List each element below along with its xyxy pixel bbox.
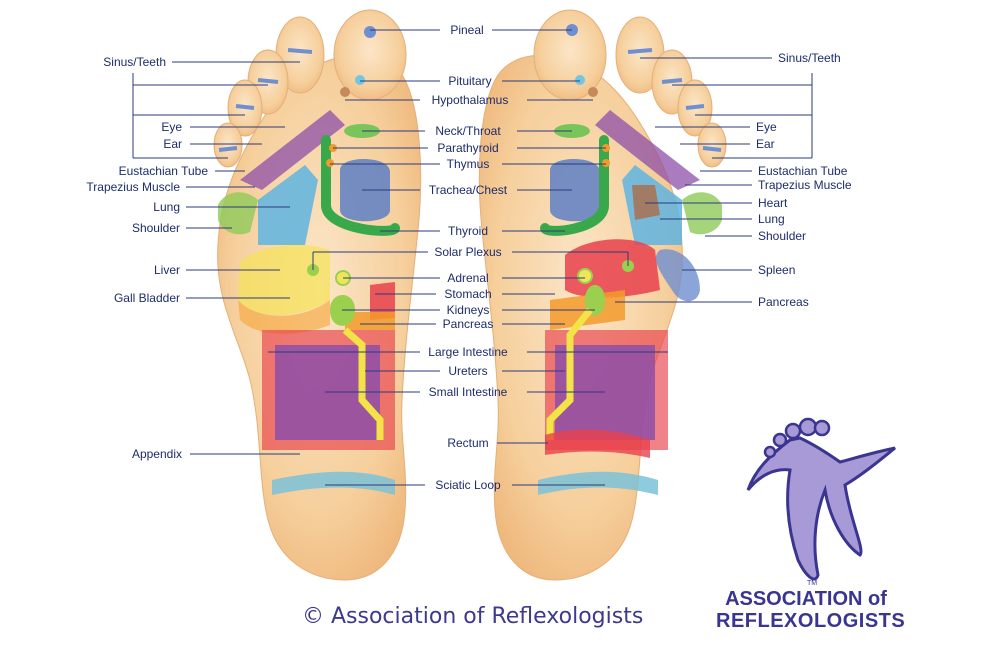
label-left-eustachian-tube: Eustachian Tube	[119, 164, 209, 178]
label-trachea-chest: Trachea/Chest	[429, 183, 508, 197]
logo-toe-4	[798, 417, 818, 437]
label-parathyroid: Parathyroid	[437, 141, 498, 155]
right-sciatic-loop	[538, 471, 658, 495]
right-thymus-point	[602, 159, 610, 167]
right-ureter	[546, 307, 593, 440]
left-ureter	[342, 327, 384, 440]
label-right-sinus-teeth: Sinus/Teeth	[778, 51, 841, 65]
right-sinus-band	[627, 48, 722, 152]
left-pituitary-point	[355, 75, 365, 85]
label-pineal: Pineal	[450, 23, 483, 37]
left-liver-zone	[238, 244, 330, 315]
label-left-lung: Lung	[153, 200, 180, 214]
label-left-shoulder: Shoulder	[132, 221, 180, 235]
label-left-appendix: Appendix	[132, 447, 182, 461]
logo-text-line2: REFLEXOLOGISTS	[716, 610, 906, 632]
label-stomach: Stomach	[444, 287, 491, 301]
label-solar-plexus: Solar Plexus	[434, 245, 501, 259]
copyright-text: © Association of Reflexologists	[302, 604, 644, 629]
label-right-trapezius-muscle: Trapezius Muscle	[758, 178, 852, 192]
label-right-heart: Heart	[758, 196, 788, 210]
right-foot	[478, 9, 727, 581]
label-thymus: Thymus	[447, 157, 490, 171]
association-logo-figure	[746, 417, 896, 581]
left-trapezius-zone	[240, 110, 345, 190]
left-thymus-point	[326, 159, 334, 167]
left-lung-zone	[258, 165, 318, 245]
label-sciatic-loop: Sciatic Loop	[435, 478, 501, 492]
logo-toe-5	[813, 419, 831, 437]
label-ureters: Ureters	[448, 364, 487, 378]
label-kidneys: Kidneys	[447, 303, 490, 317]
left-labels: Sinus/Teeth Eye Ear Eustachian Tube Trap…	[86, 55, 208, 461]
left-big-toe	[333, 9, 407, 101]
left-pineal-point	[364, 26, 376, 38]
label-left-liver: Liver	[154, 263, 180, 277]
left-thyroid-zone	[321, 135, 400, 236]
right-adrenal-zone	[577, 268, 593, 284]
label-pituitary: Pituitary	[448, 74, 491, 88]
label-left-gall-bladder: Gall Bladder	[114, 291, 180, 305]
left-pancreas-zone	[345, 312, 395, 330]
label-left-trapezius-muscle: Trapezius Muscle	[86, 180, 180, 194]
label-right-spleen: Spleen	[758, 263, 795, 277]
label-right-pancreas: Pancreas	[758, 295, 809, 309]
right-rectum-zone	[545, 429, 650, 458]
right-thyroid-zone	[540, 135, 609, 236]
right-big-toe	[533, 9, 607, 101]
left-gall-zone	[238, 300, 330, 335]
label-right-ear: Ear	[756, 137, 775, 151]
label-thyroid: Thyroid	[448, 224, 488, 238]
right-hypothalamus-point	[588, 87, 598, 97]
right-trapezius-zone	[595, 110, 700, 190]
label-right-eye: Eye	[756, 120, 777, 134]
right-labels: Sinus/Teeth Eye Ear Eustachian Tube Trap…	[756, 51, 852, 309]
label-left-ear: Ear	[163, 137, 182, 151]
right-spleen-zone	[655, 249, 700, 302]
logo-trademark: TM	[807, 580, 818, 587]
right-pituitary-point	[575, 75, 585, 85]
left-sciatic-loop	[272, 471, 395, 495]
label-hypothalamus: Hypothalamus	[432, 93, 509, 107]
label-right-shoulder: Shoulder	[758, 229, 806, 243]
right-kidney-zone	[585, 285, 605, 316]
left-shoulder-zone	[218, 192, 258, 235]
leader-lines	[132, 29, 813, 486]
logo-text-line1: ASSOCIATION of	[725, 588, 887, 610]
logo-toe-2	[772, 432, 788, 448]
logo-figure-icon	[746, 436, 896, 581]
right-chest-zone	[550, 158, 600, 222]
label-rectum: Rectum	[447, 436, 488, 450]
label-small-intestine: Small Intestine	[429, 385, 508, 399]
left-foot	[213, 9, 422, 581]
left-toe-5	[213, 122, 243, 168]
label-pancreas-center: Pancreas	[443, 317, 494, 331]
logo-toe-3	[784, 422, 802, 440]
label-left-sinus-teeth: Sinus/Teeth	[103, 55, 166, 69]
right-toe-5	[697, 122, 727, 168]
label-adrenal: Adrenal	[447, 271, 488, 285]
label-right-lung: Lung	[758, 212, 785, 226]
label-left-eye: Eye	[161, 120, 182, 134]
right-shoulder-zone	[682, 192, 722, 235]
logo-toe-1	[763, 445, 777, 459]
right-stomach-zone	[565, 239, 660, 298]
label-right-eustachian-tube: Eustachian Tube	[758, 164, 848, 178]
center-labels: Pineal Pituitary Hypothalamus Neck/Throa…	[428, 23, 508, 492]
label-neck-throat: Neck/Throat	[435, 124, 501, 138]
left-hypothalamus-point	[340, 87, 350, 97]
left-sinus-band	[218, 48, 313, 152]
label-large-intestine: Large Intestine	[428, 345, 508, 359]
